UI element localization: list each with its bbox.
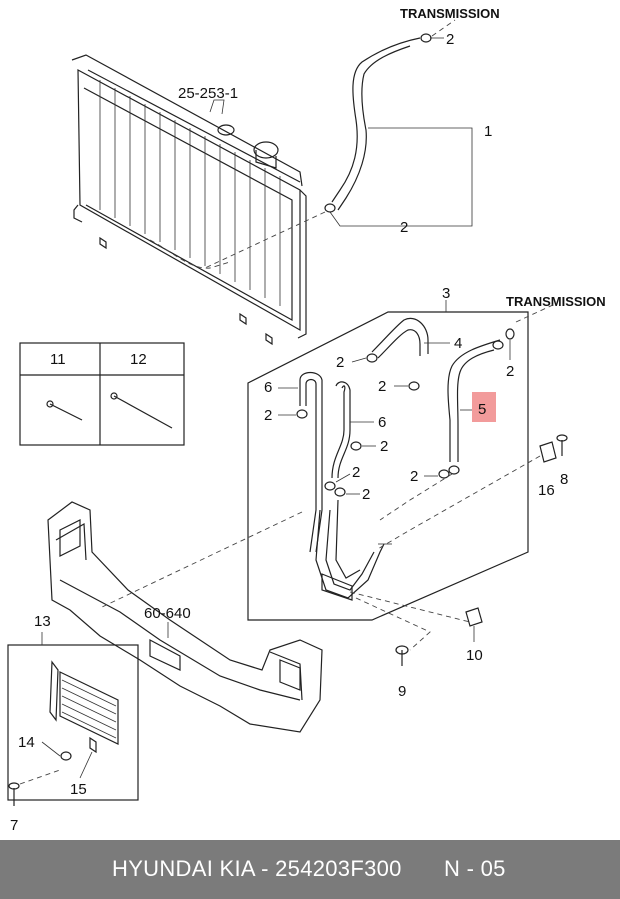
- footer-part-number: HYUNDAI KIA - 254203F300: [112, 856, 402, 881]
- clip-10: [465, 607, 483, 627]
- part-7-label: 7: [10, 817, 18, 834]
- part-5-highlight: [472, 392, 496, 422]
- oil-cooler-pipe-assembly: [315, 499, 392, 601]
- ref-radiator-label: 25-253-1: [178, 85, 238, 102]
- part-2-top-b-label: 2: [400, 219, 408, 236]
- bracket-16: [539, 441, 557, 463]
- part-6-b-label: 6: [378, 414, 386, 431]
- part-2-c-label: 2: [264, 407, 272, 424]
- oil-cooler-inset: [7, 644, 139, 801]
- part-13-label: 13: [34, 613, 51, 630]
- footer-bar: HYUNDAI KIA - 254203F300 N - 05: [0, 840, 620, 899]
- footer-page-code: N - 05: [444, 856, 506, 881]
- part-10-label: 10: [466, 647, 483, 664]
- parts-diagram: 25-253-1 TRANSMISSION 2 1 2 11 12 3 TRAN…: [7, 6, 606, 834]
- clip-inset-box: [19, 342, 185, 446]
- bolt-7: [8, 782, 20, 806]
- part-3-label: 3: [442, 285, 450, 302]
- part-6-a-label: 6: [264, 379, 272, 396]
- part-2-a-label: 2: [336, 354, 344, 371]
- part-1-label: 1: [484, 123, 492, 140]
- part-2-e-label: 2: [380, 438, 388, 455]
- part-2-g-label: 2: [362, 486, 370, 503]
- part-15-label: 15: [70, 781, 87, 798]
- oil-cooler-hose-upper: [324, 33, 432, 213]
- part-14-label: 14: [18, 734, 35, 751]
- part-16-label: 16: [538, 482, 555, 499]
- part-4-label: 4: [454, 335, 462, 352]
- hose-6-middle: [331, 381, 351, 479]
- transmission-top-label: TRANSMISSION: [400, 6, 500, 21]
- part-2-d-label: 2: [378, 378, 386, 395]
- hose-4: [366, 317, 429, 363]
- bolt-9: [395, 645, 409, 666]
- front-crossmember: [47, 501, 323, 733]
- part-5-label: 5: [478, 401, 486, 418]
- part-9-label: 9: [398, 683, 406, 700]
- bolt-8: [556, 434, 568, 456]
- part-2-h-label: 2: [410, 468, 418, 485]
- assembly-3-outline: [247, 311, 529, 621]
- transmission-right-label: TRANSMISSION: [506, 294, 606, 309]
- radiator: [71, 54, 307, 346]
- hose-6-left: [299, 371, 323, 553]
- hose-5: [447, 339, 504, 475]
- part-2-f-label: 2: [352, 464, 360, 481]
- part-11-label: 11: [50, 351, 66, 368]
- part-2-top-a-label: 2: [446, 31, 454, 48]
- part-8-label: 8: [560, 471, 568, 488]
- ref-crossmember-label: 60-640: [144, 605, 191, 622]
- part-2-b-label: 2: [506, 363, 514, 380]
- part-12-label: 12: [130, 351, 147, 368]
